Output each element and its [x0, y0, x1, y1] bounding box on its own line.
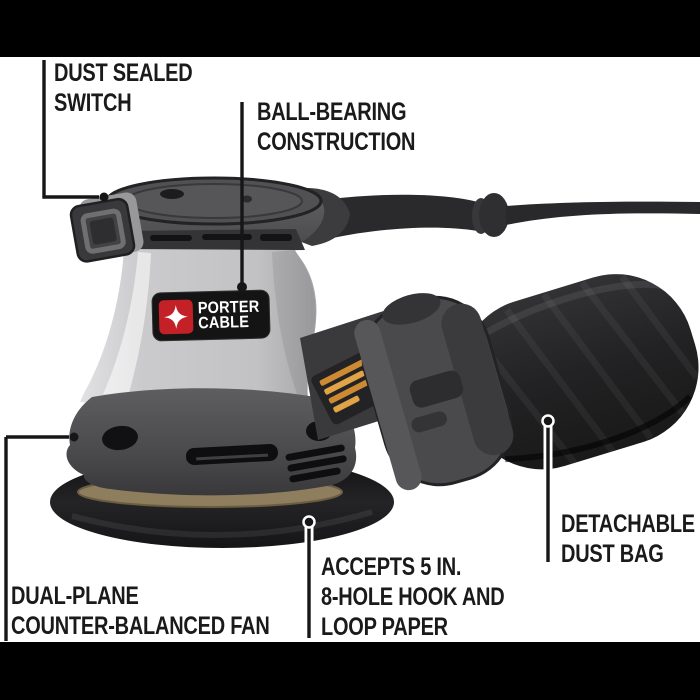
callout-text-line: COUNTER-BALANCED FAN [11, 612, 270, 640]
callout-text-line: LOOP PAPER [321, 613, 448, 641]
callout-text-line: DUST SEALED [54, 59, 193, 87]
callout-text-line: ACCEPTS 5 IN. [321, 553, 462, 581]
callout-text-line: 8-HOLE HOOK AND [321, 583, 505, 611]
callout-label-accepts-paper: ACCEPTS 5 IN. 8-HOLE HOOK AND LOOP PAPER [321, 552, 505, 642]
base-skirt [66, 388, 357, 496]
callout-text-line: DUST BAG [561, 540, 664, 568]
porter-cable-wordmark: PORTER CABLE [197, 297, 260, 332]
power-switch [69, 192, 144, 263]
porter-cable-star-icon [158, 298, 194, 334]
bag-clamp-collar [354, 293, 514, 491]
porter-cable-badge: PORTER CABLE [151, 289, 271, 342]
vent-band [126, 229, 305, 252]
callout-label-ball-bearing: BALL-BEARING CONSTRUCTION [257, 97, 415, 157]
callout-label-dust-sealed-switch: DUST SEALED SWITCH [54, 58, 193, 118]
callout-text-line: CONSTRUCTION [257, 128, 416, 156]
callout-text-line: DETACHABLE [561, 510, 695, 538]
bottom-black-bar [0, 642, 700, 700]
callout-text-line: DUAL-PLANE [11, 582, 139, 610]
callout-text-line: BALL-BEARING [257, 98, 407, 126]
power-cord [316, 193, 700, 242]
callout-label-dual-plane-fan: DUAL-PLANE COUNTER-BALANCED FAN [11, 581, 270, 641]
callout-label-detachable-dust-bag: DETACHABLE DUST BAG [561, 509, 695, 569]
brand-line-2: CABLE [197, 312, 250, 332]
top-black-bar [0, 0, 700, 57]
callout-text-line: SWITCH [54, 89, 132, 117]
